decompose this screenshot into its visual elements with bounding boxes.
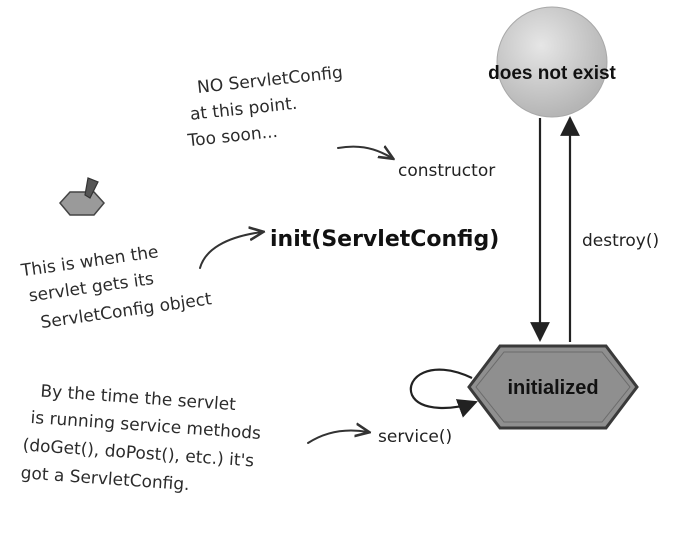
- note-no-config-line-1: NO ServletConfig: [196, 63, 343, 98]
- state-label-initialized: initialized: [507, 377, 598, 399]
- note-no-config-line-3: Too soon...: [186, 122, 279, 151]
- state-label-does-not-exist: does not exist: [488, 63, 616, 84]
- transition-constructor: constructor: [398, 161, 495, 181]
- note-no-config: NO ServletConfig at this point. Too soon…: [186, 63, 344, 152]
- arrow-service-loop: [409, 368, 478, 418]
- pushpin-icon: [59, 177, 105, 216]
- note-arrow-running: [307, 430, 368, 444]
- note-no-config-line-2: at this point.: [189, 94, 298, 125]
- transition-destroy: destroy(): [582, 231, 659, 251]
- state-does-not-exist: does not exist: [488, 6, 617, 118]
- state-circle: [496, 6, 608, 118]
- state-hexagon: [467, 344, 639, 430]
- note-arrow-no-config: [337, 147, 392, 158]
- note-arrow-gets-config: [199, 232, 262, 269]
- note-running-line-4: got a ServletConfig.: [20, 463, 190, 495]
- transition-service: service(): [378, 427, 452, 447]
- transition-init: init(ServletConfig): [270, 227, 499, 252]
- note-gets-config: This is when the servlet gets its Servle…: [19, 242, 213, 333]
- state-hexagon-inner: [475, 351, 631, 423]
- state-initialized: initialized: [467, 344, 639, 430]
- note-running: By the time the servlet is running servi…: [20, 382, 262, 496]
